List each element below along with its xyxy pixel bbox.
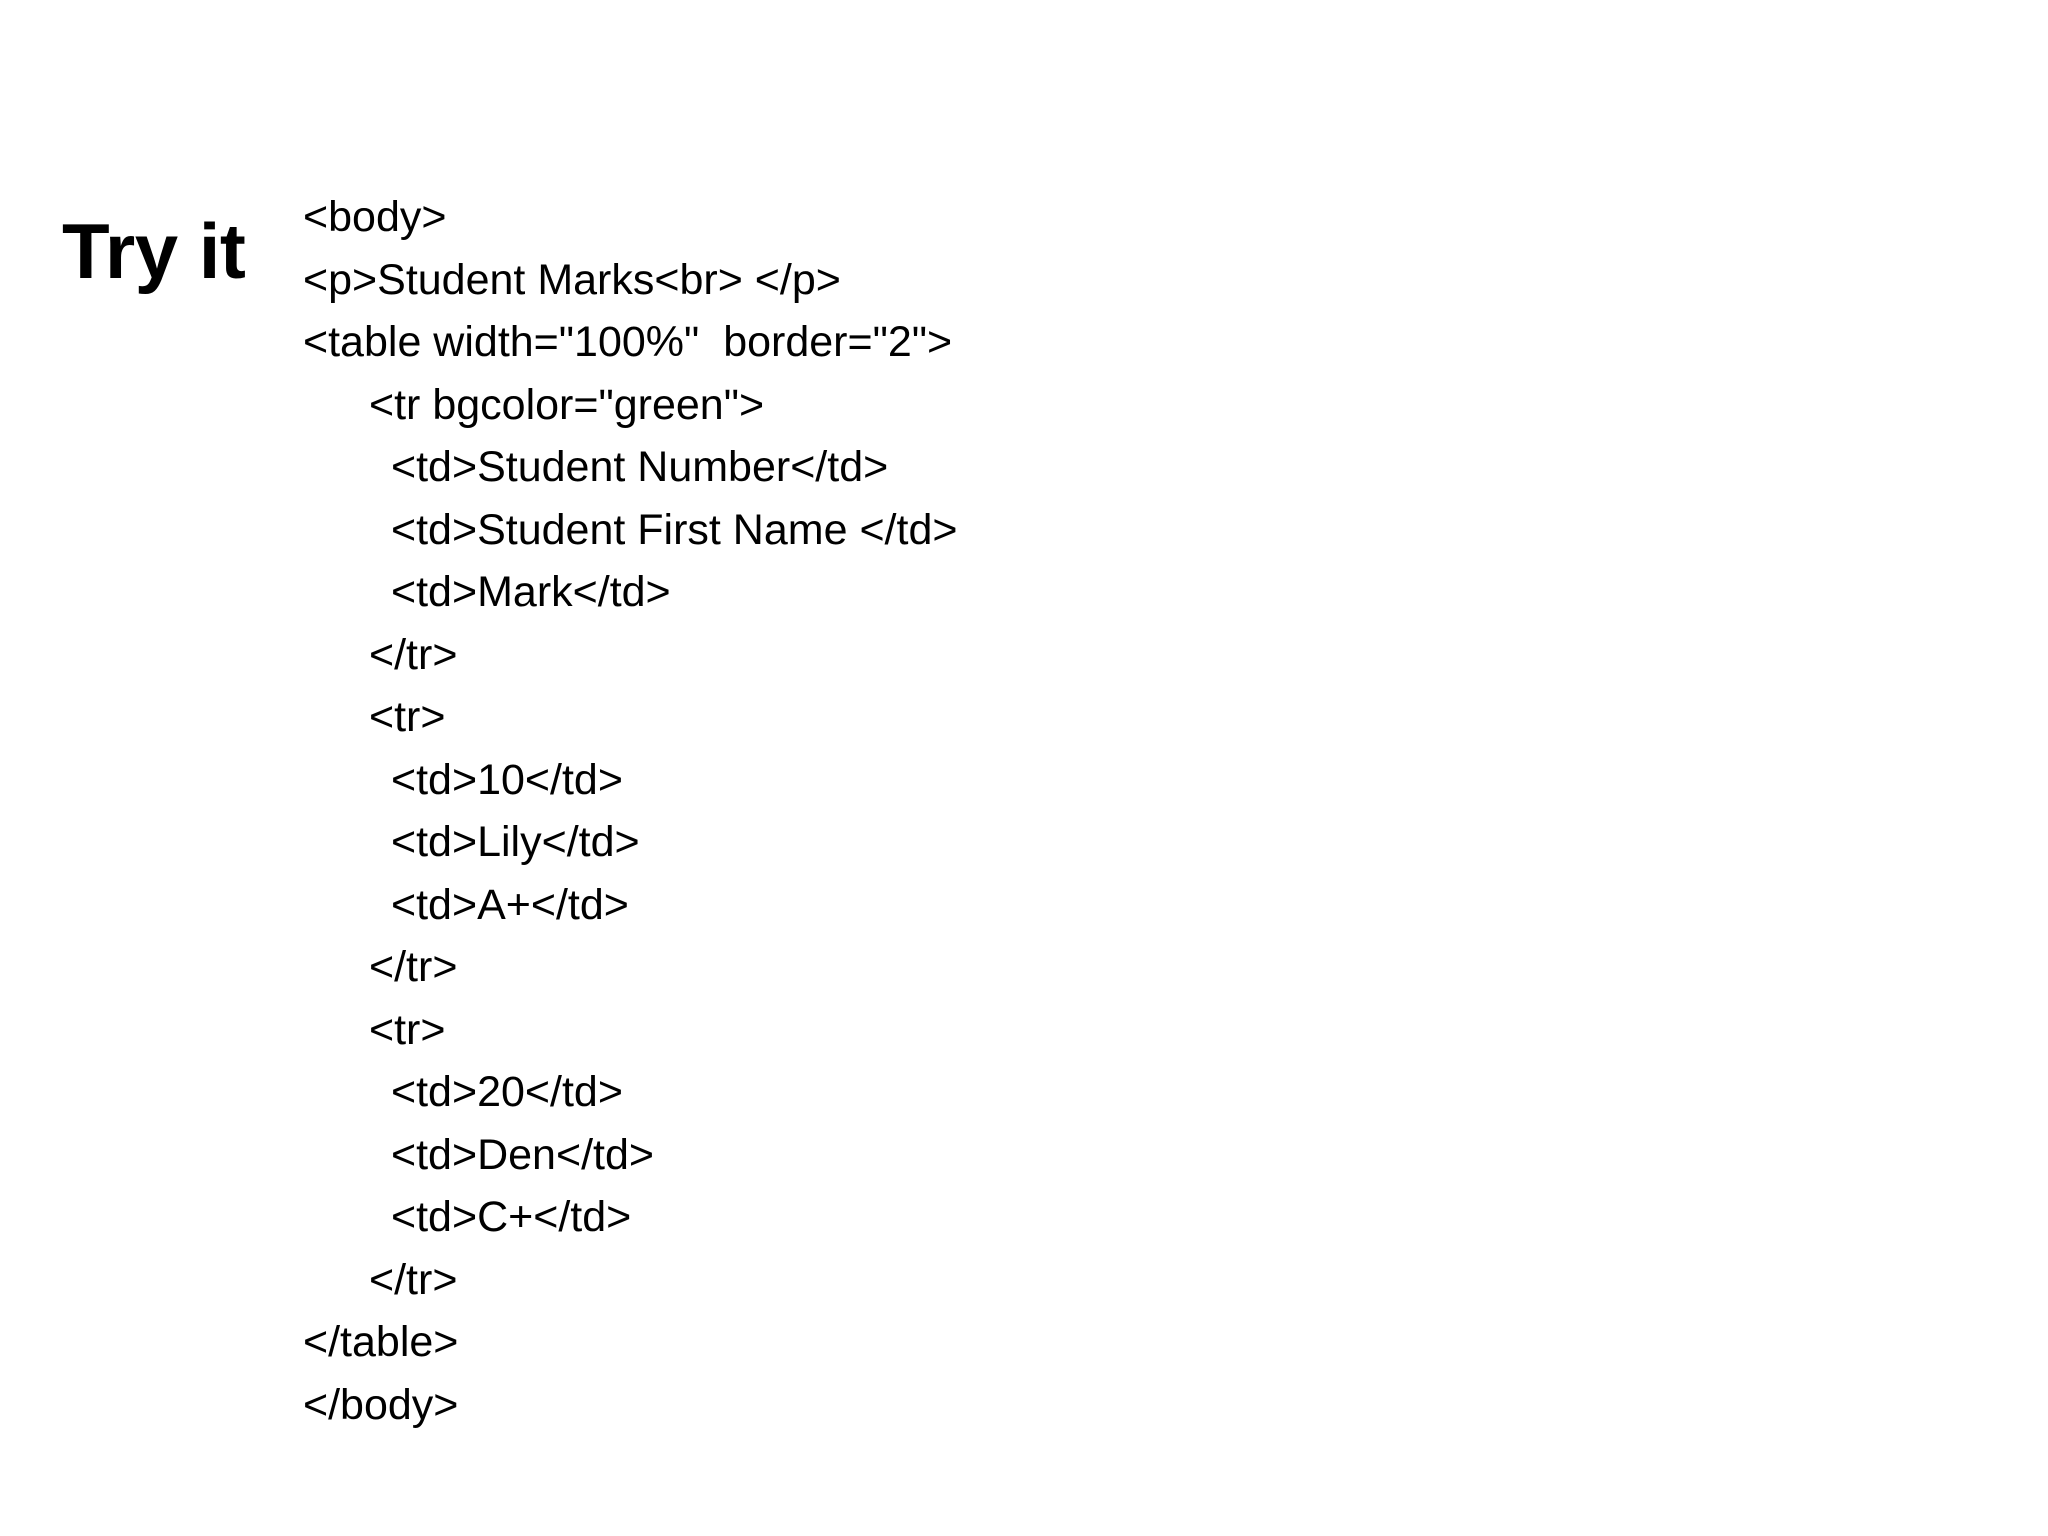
code-line: </table> bbox=[303, 1318, 459, 1366]
code-line: <td>C+</td> bbox=[391, 1193, 632, 1241]
code-line: <td>A+</td> bbox=[391, 880, 629, 929]
page-title: Try it bbox=[62, 207, 246, 295]
code-line: <tr bgcolor="green"> bbox=[369, 380, 765, 429]
code-line: <p>Student Marks<br> </p> bbox=[303, 255, 841, 304]
code-line: <td>10</td> bbox=[391, 755, 623, 804]
code-line: </tr> bbox=[369, 943, 458, 991]
code-line: <td>20</td> bbox=[391, 1068, 623, 1116]
code-line: <td>Den</td> bbox=[391, 1130, 654, 1179]
code-line: <td>Student First Name </td> bbox=[391, 505, 958, 554]
code-line: </body> bbox=[303, 1380, 459, 1429]
code-line: <table width="100%" border="2"> bbox=[303, 318, 953, 366]
code-line: <td>Mark</td> bbox=[391, 568, 671, 616]
code-line: <body> bbox=[303, 193, 447, 241]
code-line: <tr> bbox=[369, 1005, 446, 1054]
code-line: </tr> bbox=[369, 630, 458, 679]
code-line: <td>Lily</td> bbox=[391, 818, 640, 866]
code-listing: <body> <p>Student Marks<br> </p> <table wi… bbox=[303, 186, 1703, 1436]
code-line: <tr> bbox=[369, 693, 446, 741]
code-line: <td>Student Number</td> bbox=[391, 443, 889, 491]
code-line: </tr> bbox=[369, 1255, 458, 1304]
